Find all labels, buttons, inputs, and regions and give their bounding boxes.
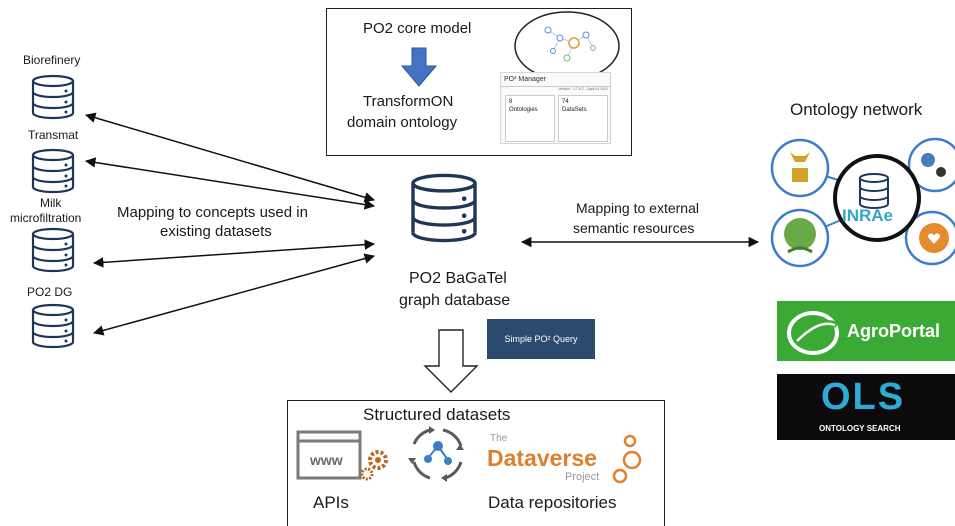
mapping-right-line1: Mapping to external: [576, 200, 699, 216]
source-label-microfiltration: microfiltration: [10, 211, 82, 225]
ontologies-count: 8: [509, 99, 513, 105]
apis-label: APIs: [313, 493, 349, 512]
data-repositories-label: Data repositories: [488, 493, 617, 512]
source-label-biorefinery: Biorefinery: [23, 53, 81, 67]
mapping-left-line2: existing datasets: [160, 223, 272, 240]
transformon-label: TransformON: [363, 93, 454, 110]
arrow-po2dg: [92, 253, 376, 336]
mapping-left-line1: Mapping to concepts used in: [117, 204, 308, 221]
ols-logo-text: OLS: [821, 376, 906, 418]
po2-manager-version: Version : 1.7.6.2 – April 14 2021: [558, 87, 608, 91]
po2-manager-screenshot: PO² Manager Version : 1.7.6.2 – April 14…: [500, 72, 611, 144]
agroportal-logo[interactable]: AgroPortal: [777, 301, 955, 361]
dataverse-project: Project: [565, 471, 600, 483]
ols-logo[interactable]: OLS ONTOLOGY SEARCH: [777, 374, 955, 440]
ontologies-label: Ontologies: [509, 107, 538, 113]
datasets-card[interactable]: 74 DataSets: [558, 95, 608, 142]
source-label-po2dg: PO2 DG: [27, 285, 73, 299]
source-label-milk: Milk: [40, 196, 62, 210]
dataverse-name: Dataverse: [487, 445, 597, 471]
po2-manager-title: PO² Manager: [504, 76, 547, 83]
domain-ontology-label: domain ontology: [347, 114, 458, 131]
ontology-network-title: Ontology network: [790, 100, 923, 119]
source-label-transmat: Transmat: [28, 128, 79, 142]
simple-query-label: Simple PO² Query: [504, 334, 578, 344]
dataverse-the: The: [490, 433, 508, 444]
datasets-label: DataSets: [562, 107, 587, 113]
www-text: www: [310, 452, 343, 468]
datasets-count: 74: [562, 99, 569, 105]
agroportal-text: AgroPortal: [847, 321, 941, 341]
center-db-line2: graph database: [399, 292, 511, 309]
arrow-transmat: [84, 157, 376, 210]
center-db-line1: PO2 BaGaTel: [409, 270, 507, 287]
core-model-title: PO2 core model: [363, 20, 472, 37]
mapping-right-line2: semantic resources: [573, 220, 695, 236]
simple-query-button[interactable]: Simple PO² Query: [487, 319, 595, 359]
ols-subtitle: ONTOLOGY SEARCH: [819, 424, 901, 433]
structured-datasets-title: Structured datasets: [363, 405, 511, 424]
ontologies-card[interactable]: 8 Ontologies: [505, 95, 555, 142]
agroportal-swirl-icon: [787, 311, 839, 355]
inrae-logo-text: INRAe: [842, 206, 894, 225]
